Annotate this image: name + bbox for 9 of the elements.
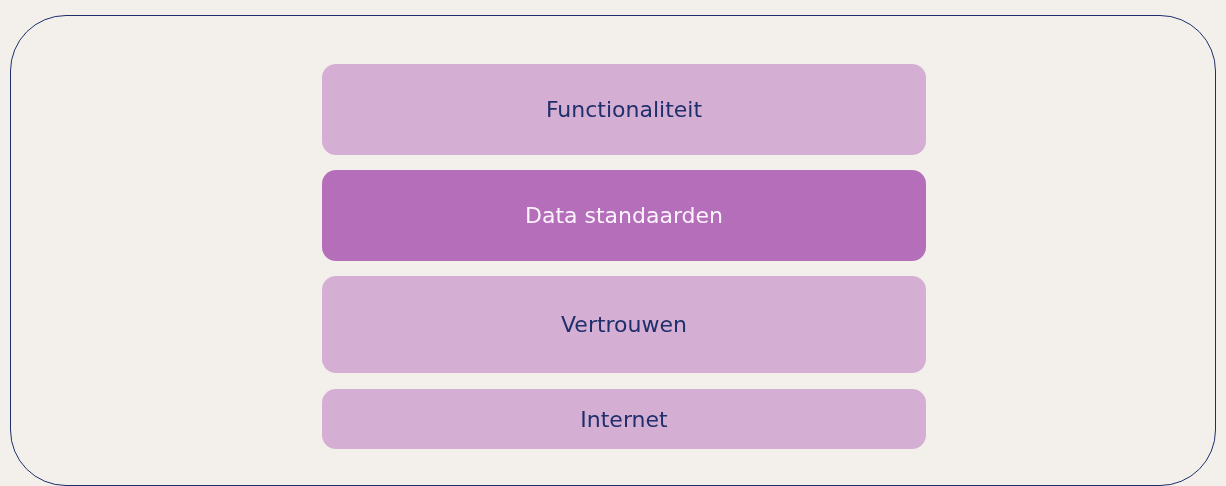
layer-band (322, 389, 926, 449)
layer-label: Internet (580, 406, 668, 432)
layer-label: Functionaliteit (545, 97, 703, 122)
frame-outline (10, 15, 1216, 486)
layer-label: Vertrouwen (561, 312, 687, 337)
layer-band (322, 64, 926, 155)
layer-label: Data standaarden (524, 203, 724, 228)
highlighted-layer-band (322, 170, 926, 261)
layer-band (322, 276, 926, 373)
